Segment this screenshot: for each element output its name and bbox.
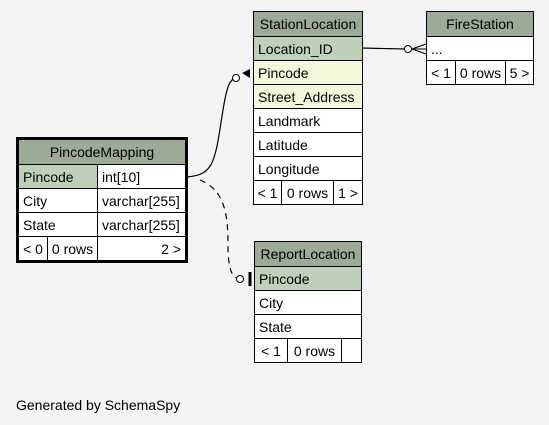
column-landmark[interactable]: Landmark [254,108,362,132]
column-pincode[interactable]: Pincode [254,60,362,84]
column-pincode[interactable]: Pincode int[10] [19,164,185,188]
column-name: Pincode [23,168,74,185]
column-ellipsis[interactable]: ... [427,36,533,60]
table-footer: < 0 0 rows 2 > [19,236,185,260]
table-title: ReportLocation [260,246,356,262]
column-location-id[interactable]: Location_ID [254,36,362,60]
column-longitude[interactable]: Longitude [254,156,362,180]
table-fire-station: FireStation ... < 1 0 rows 5 > [426,11,534,85]
generated-by-credit: Generated by SchemaSpy [16,397,181,413]
table-header[interactable]: ReportLocation [255,242,361,266]
column-state[interactable]: State varchar[255] [19,212,185,236]
column-latitude[interactable]: Latitude [254,132,362,156]
parents-count[interactable]: < 1 [261,342,281,359]
column-type: int[10] [97,165,185,188]
relationship-optional-marker [404,45,412,53]
relationship-arrow-marker [242,69,250,78]
column-name: State [23,216,56,233]
table-pincode-mapping: PincodeMapping Pincode int[10] City varc… [16,137,188,263]
column-name: City [23,192,48,209]
children-count [341,339,361,362]
relationship-line-pincode-station [186,77,237,178]
relationship-optional-marker [232,74,240,82]
column-type: varchar[255] [97,213,185,236]
column-city[interactable]: City [255,290,361,314]
table-footer: < 1 0 rows 5 > [427,60,533,84]
row-count: 0 rows [287,339,341,362]
parents-count[interactable]: < 0 [23,240,43,257]
column-street-address[interactable]: Street_Address [254,84,362,108]
relationship-line-location-firestation [360,47,407,50]
children-count[interactable]: 5 > [505,61,533,84]
row-count: 0 rows [455,61,505,84]
table-header[interactable]: PincodeMapping [19,140,185,164]
row-count: 0 rows [281,181,333,204]
table-title: StationLocation [259,16,357,32]
children-count[interactable]: 1 > [333,181,362,204]
relationship-optional-marker [236,275,244,283]
parents-count[interactable]: < 1 [257,184,278,201]
table-report-location: ReportLocation Pincode City State < 1 0 … [254,241,362,363]
table-header[interactable]: FireStation [427,12,533,36]
column-city[interactable]: City varchar[255] [19,188,185,212]
relationship-crowfoot-marker [411,43,427,55]
children-count[interactable]: 2 > [97,237,185,260]
relationship-line-pincode-report [199,179,241,280]
column-type: varchar[255] [97,189,185,212]
table-title: FireStation [446,16,514,32]
parents-count[interactable]: < 1 [431,64,451,81]
table-header[interactable]: StationLocation [254,12,362,36]
table-footer: < 1 0 rows 1 > [254,180,362,204]
table-footer: < 1 0 rows [255,338,361,362]
column-state[interactable]: State [255,314,361,338]
table-station-location: StationLocation Location_ID Pincode Stre… [253,11,363,205]
column-pincode[interactable]: Pincode [255,266,361,290]
table-title: PincodeMapping [49,144,155,160]
row-count: 0 rows [47,237,97,260]
